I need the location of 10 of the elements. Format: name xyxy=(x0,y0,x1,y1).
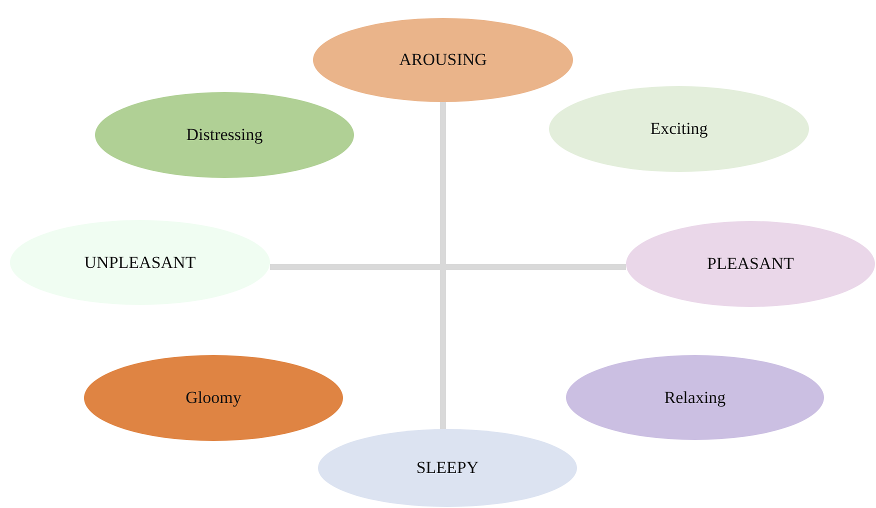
emotion-label: PLEASANT xyxy=(707,254,794,274)
emotion-label: Exciting xyxy=(650,119,708,139)
emotion-label: AROUSING xyxy=(399,50,487,70)
emotion-label: Relaxing xyxy=(664,388,726,408)
emotion-label: Gloomy xyxy=(186,388,242,408)
emotion-label: Distressing xyxy=(186,125,263,145)
emotion-label: SLEEPY xyxy=(416,458,479,478)
axis-line xyxy=(270,264,626,270)
axis-line xyxy=(440,102,446,431)
emotion-label: UNPLEASANT xyxy=(84,252,196,272)
